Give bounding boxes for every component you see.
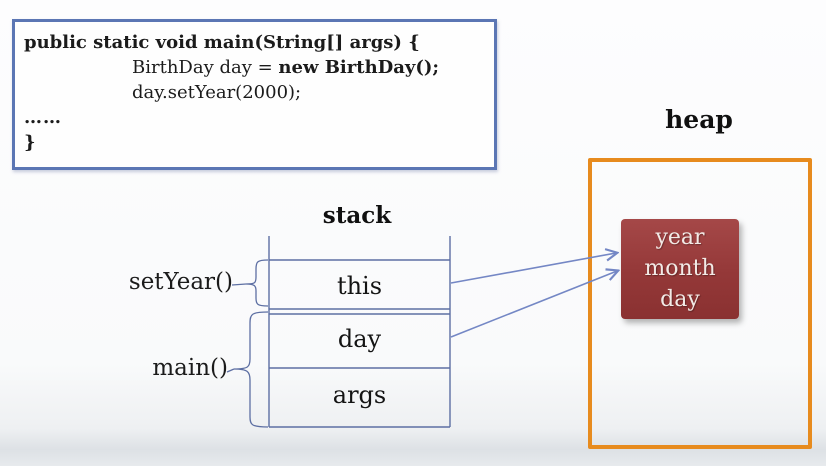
code-line-ellipsis: …… <box>24 107 62 128</box>
setyear-brace-connector <box>231 283 247 286</box>
code-line-signature: public static void main(String[] args) { <box>24 32 420 53</box>
stack-cell-day: day <box>337 325 382 353</box>
setyear-frame-brace <box>245 259 269 307</box>
object-field-month: month <box>644 256 716 281</box>
frame-label-main: main() <box>152 355 228 381</box>
birthday-object-box: year month day <box>621 219 739 319</box>
code-snippet-box: public static void main(String[] args) {… <box>12 19 497 170</box>
day-reference-arrow <box>450 271 617 338</box>
code-line-closing-brace: } <box>24 132 36 153</box>
main-frame-brace <box>233 311 269 428</box>
object-field-year: year <box>655 225 705 250</box>
main-brace-connector <box>226 368 235 373</box>
heap-region-box <box>588 158 812 449</box>
heap-title: heap <box>665 105 733 134</box>
stack-cell-this: this <box>336 272 383 300</box>
code-text-normal: BirthDay day = <box>132 57 279 78</box>
code-line-setyear-call: day.setYear(2000); <box>132 82 302 103</box>
stack-cell-args: args <box>332 381 387 409</box>
this-reference-arrow <box>450 253 616 284</box>
frame-label-setyear: setYear() <box>128 269 233 295</box>
stack-title: stack <box>322 202 392 229</box>
object-field-day: day <box>660 287 700 312</box>
code-text-bold: new BirthDay(); <box>278 57 440 78</box>
code-line-new-object: BirthDay day = new BirthDay(); <box>24 55 488 80</box>
